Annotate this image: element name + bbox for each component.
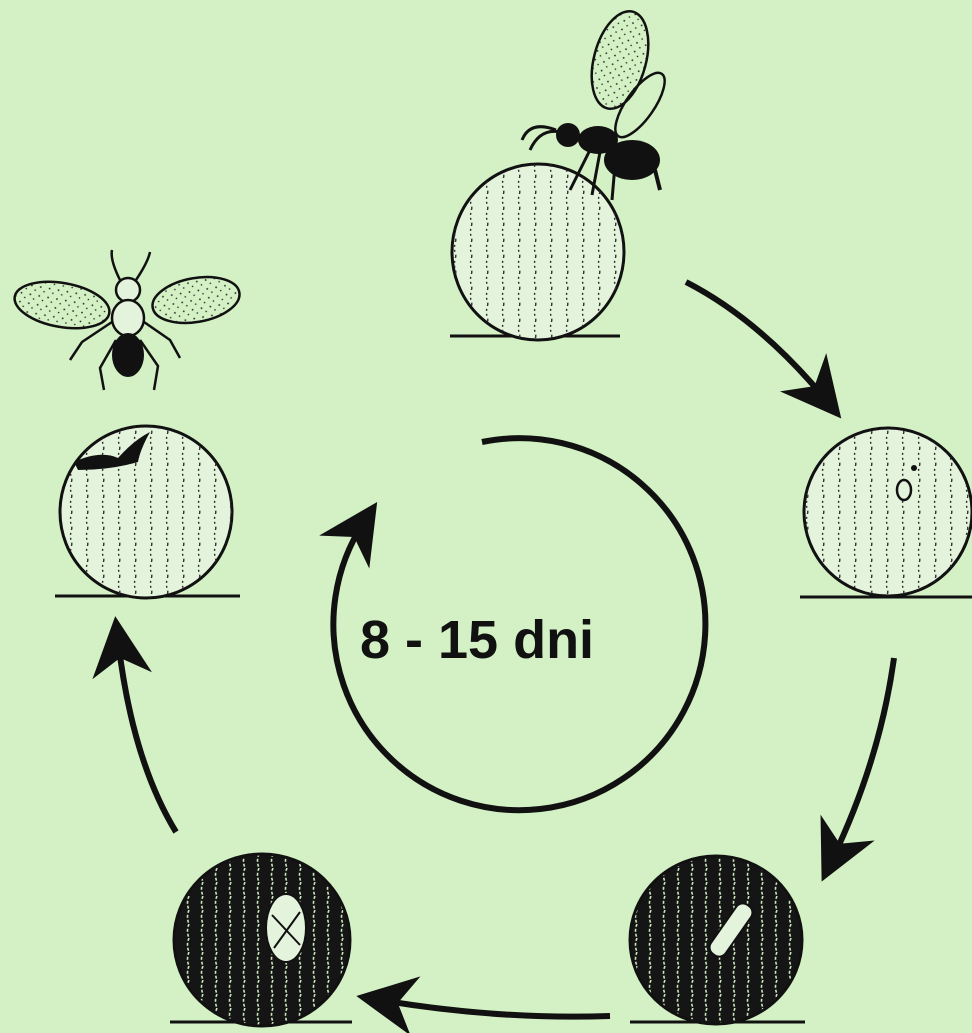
stage-emergence-hole <box>55 426 240 598</box>
stage-parasite-egg <box>800 428 972 597</box>
stage-darkened-egg-larva <box>170 854 352 1026</box>
stage-darkened-egg-pupa <box>630 856 805 1024</box>
arrow-to-stage-5 <box>118 640 176 832</box>
arrow-to-stage-4 <box>380 1000 610 1017</box>
darkened-host-egg <box>174 854 350 1026</box>
parasite-egg <box>897 480 911 500</box>
cycle-duration-label: 8 - 15 dni <box>360 610 660 670</box>
adult-wasp-icon <box>11 250 243 390</box>
stage-wasp-ovipositing <box>450 5 673 340</box>
arrow-to-stage-3 <box>832 658 894 860</box>
arrow-to-stage-2 <box>686 282 826 400</box>
developing-wasp <box>266 894 306 962</box>
